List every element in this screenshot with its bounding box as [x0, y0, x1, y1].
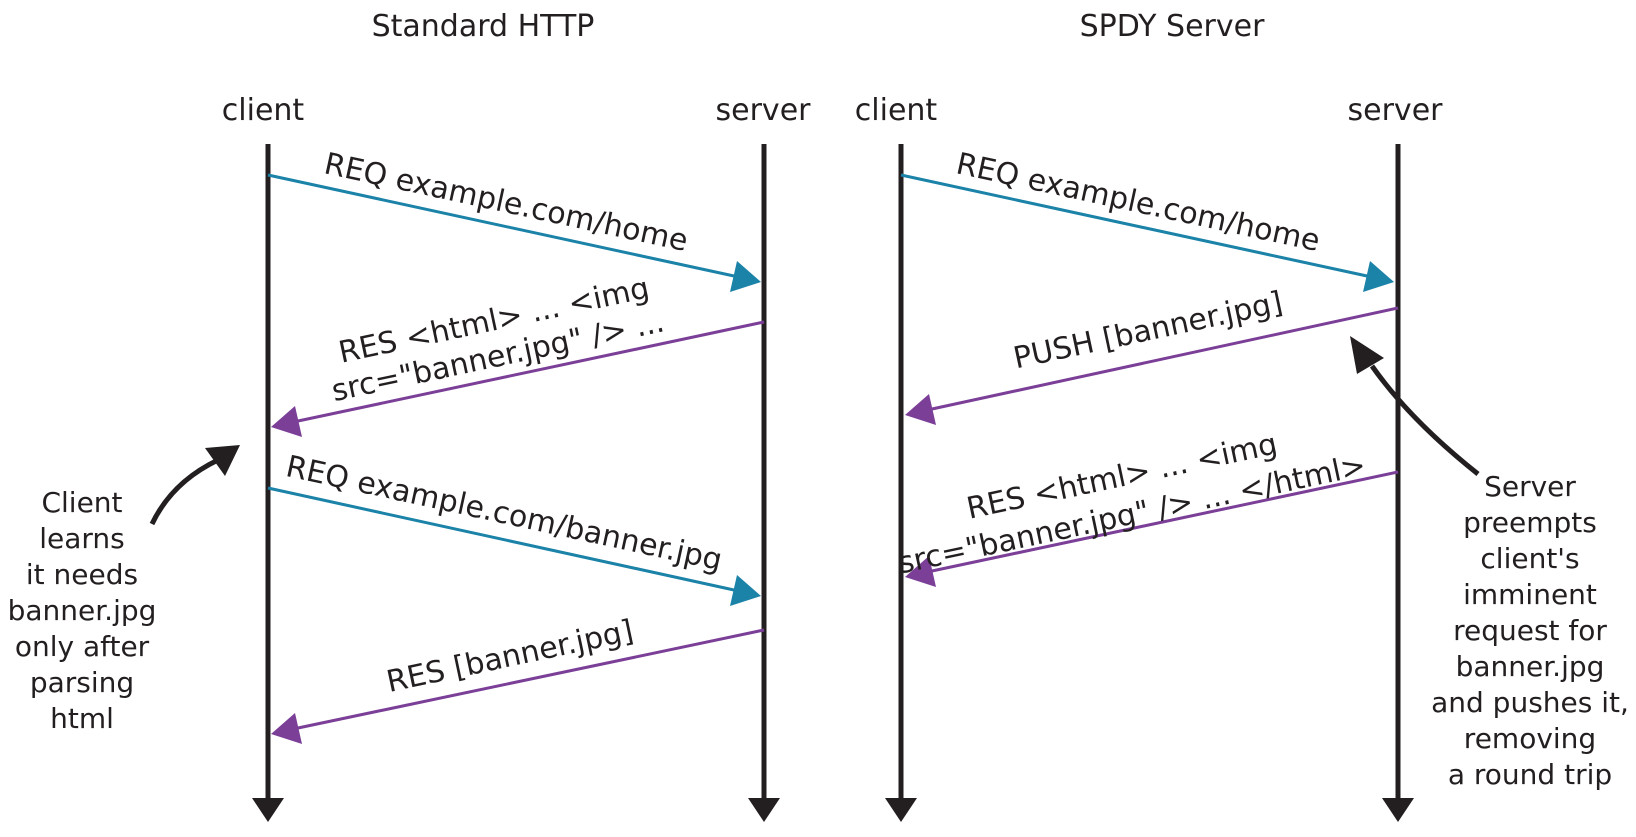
panel-standard-http: Standard HTTP client server REQ example.… [8, 9, 812, 822]
arrowhead [905, 556, 936, 587]
lane-label-client: client [222, 93, 305, 128]
lifeline-end-arrowhead [885, 798, 917, 822]
annotation-pointer-arrow [1350, 336, 1480, 476]
annotation-pointer-arrow [149, 445, 240, 526]
server-lifeline [1382, 144, 1414, 822]
annotation-line: Client [41, 486, 122, 519]
message-label-res-banner: RES [banner.jpg] [384, 613, 637, 699]
message-label-req-home: REQ example.com/home [953, 146, 1323, 259]
panel-title-standard-http: Standard HTTP [372, 9, 595, 44]
response-arrow-banner [271, 628, 765, 744]
response-arrow-html [905, 470, 1399, 587]
arrowhead [905, 394, 936, 425]
lane-label-client: client [855, 93, 938, 128]
annotation-line: banner.jpg [1456, 650, 1605, 683]
arrowhead [271, 406, 302, 437]
message-label-req-home: REQ example.com/home [321, 146, 691, 259]
lane-label-server: server [716, 93, 812, 128]
server-lifeline [748, 144, 780, 822]
annotation-line: Server [1484, 470, 1576, 503]
annotation-line: client's [1480, 542, 1579, 575]
request-arrow-home [267, 173, 761, 292]
annotation-line: it needs [26, 558, 138, 591]
annotation-line: only after [15, 630, 150, 663]
panel-spdy-server: SPDY Server client server REQ example.co… [855, 9, 1629, 822]
annotation-client-learns: Client learns it needs banner.jpg only a… [8, 486, 157, 735]
push-arrow-banner [905, 306, 1399, 425]
message-label-req-banner: REQ example.com/banner.jpg [283, 449, 725, 578]
client-lifeline [252, 144, 284, 822]
lifeline-end-arrowhead [252, 798, 284, 822]
annotation-line: imminent [1463, 578, 1597, 611]
arrowhead [730, 261, 761, 292]
annotation-line: a round trip [1448, 758, 1612, 791]
annotation-line: html [50, 702, 114, 735]
annotation-line: parsing [30, 666, 134, 699]
response-arrow-html [271, 320, 765, 437]
arrowhead [1350, 336, 1384, 374]
annotation-line: preempts [1463, 506, 1597, 539]
arrowhead [1363, 261, 1394, 292]
client-lifeline [885, 144, 917, 822]
annotation-line: removing [1464, 722, 1596, 755]
annotation-server-preempts: Server preempts client's imminent reques… [1431, 470, 1629, 791]
lifeline-end-arrowhead [748, 798, 780, 822]
lifeline-end-arrowhead [1382, 798, 1414, 822]
annotation-line: and pushes it, [1431, 686, 1629, 719]
annotation-line: request for [1453, 614, 1607, 647]
lane-label-server: server [1348, 93, 1444, 128]
request-arrow-home [900, 173, 1394, 292]
annotation-line: learns [39, 522, 125, 555]
annotation-line: banner.jpg [8, 594, 157, 627]
arrowhead [730, 575, 761, 606]
request-arrow-banner [267, 486, 761, 606]
arrowhead [205, 445, 240, 476]
panel-title-spdy-server: SPDY Server [1080, 9, 1266, 44]
arrowhead [271, 713, 302, 744]
